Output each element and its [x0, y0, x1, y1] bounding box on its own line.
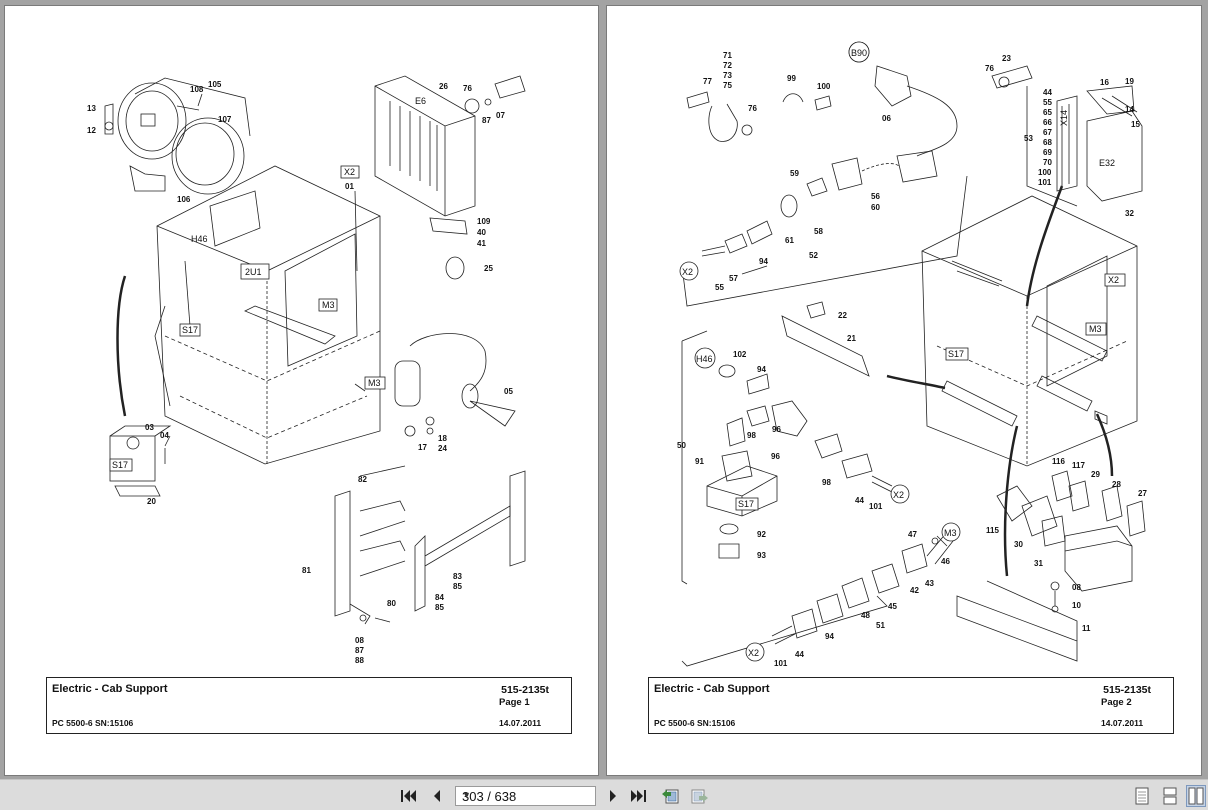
single-page-icon[interactable]: [1132, 785, 1152, 807]
page-number-input[interactable]: 303 / 638 ▼: [455, 786, 596, 806]
drawing-title: Electric - Cab Support: [654, 683, 770, 695]
next-page-icon[interactable]: [603, 786, 623, 806]
document-page-1: 105 108 107 13 12 106 26 76 07 87 E6 X2 …: [5, 6, 598, 775]
title-block-page-2: Electric - Cab Support 515-2135t Page 2 …: [648, 677, 1174, 734]
drawing-date: 14.07.2011: [499, 718, 542, 728]
drawing-page-label: Page 1: [499, 697, 530, 708]
page-indicator-text: 303 / 638: [462, 789, 517, 804]
go-forward-icon[interactable]: [690, 786, 710, 806]
drawing-code: 515-2135t: [1103, 684, 1151, 696]
continuous-page-icon[interactable]: [1160, 785, 1180, 807]
chevron-down-icon[interactable]: ▼: [462, 790, 471, 800]
navigation-toolbar: 303 / 638 ▼: [0, 779, 1208, 810]
title-block-page-1: Electric - Cab Support 515-2135t Page 1 …: [46, 677, 572, 734]
drawing-date: 14.07.2011: [1101, 718, 1144, 728]
first-page-icon[interactable]: [398, 786, 418, 806]
last-page-icon[interactable]: [629, 786, 649, 806]
parts-diagram-page-2: [681, 41, 1146, 667]
prev-page-icon[interactable]: [427, 786, 447, 806]
machine-model: PC 5500-6 SN:15106: [654, 718, 736, 728]
parts-diagram-page-1: [104, 75, 526, 625]
go-back-icon[interactable]: [660, 786, 680, 806]
machine-model: PC 5500-6 SN:15106: [52, 718, 134, 728]
facing-pages-icon[interactable]: [1186, 785, 1206, 807]
document-page-2: 71 72 73 75 77 99 100 76 B90 06 23 76 44…: [607, 6, 1201, 775]
document-viewport[interactable]: 105 108 107 13 12 106 26 76 07 87 E6 X2 …: [0, 0, 1208, 779]
drawing-page-label: Page 2: [1101, 697, 1132, 708]
drawing-code: 515-2135t: [501, 684, 549, 696]
drawing-title: Electric - Cab Support: [52, 683, 168, 695]
